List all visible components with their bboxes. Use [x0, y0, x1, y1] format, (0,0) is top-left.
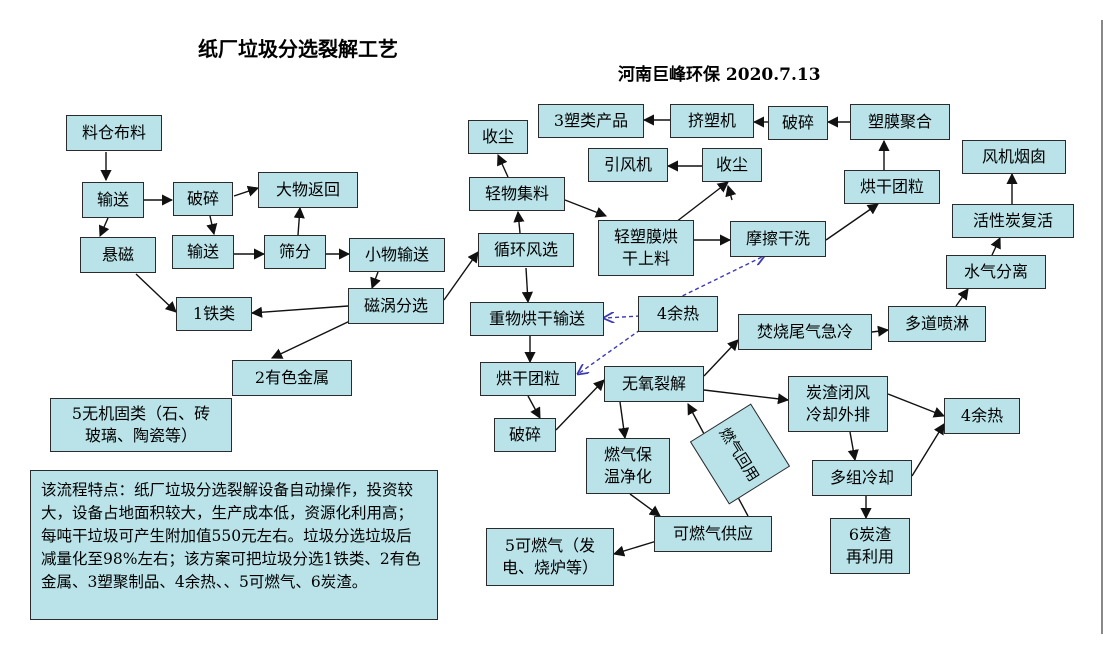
- node-multi-cool: 多组冷却: [812, 460, 912, 496]
- node-film-dry: 轻塑膜烘 干上料: [598, 220, 694, 276]
- flow-arrow: [887, 393, 946, 418]
- node-fan: 引风机: [588, 148, 668, 182]
- node-nonferrous: 2有色金属: [232, 360, 352, 396]
- node-crush-1: 破碎: [173, 182, 233, 216]
- node-gas-supply: 可燃气供应: [654, 516, 772, 552]
- flow-arrow: [703, 389, 790, 405]
- node-pyrolysis: 无氧裂解: [604, 366, 704, 402]
- node-char-reuse: 6炭渣 再利用: [830, 518, 910, 574]
- company-date: 河南巨峰环保 2020.7.13: [618, 65, 821, 85]
- flow-arrow: [911, 423, 945, 477]
- node-convey-1: 输送: [82, 182, 144, 218]
- flow-arrow: [703, 339, 739, 377]
- node-flue-quench: 焚烧尾气急冷: [738, 314, 872, 350]
- node-gas-clean: 燃气保 温净化: [586, 438, 670, 494]
- node-waste-heat-1: 4余热: [638, 296, 718, 332]
- flow-arrow: [293, 206, 305, 236]
- flow-arrow: [443, 251, 479, 301]
- node-silo: 料仓布料: [66, 115, 162, 151]
- flow-arrow: [629, 493, 661, 517]
- node-inorganic: 5无机固类（石、砖 玻璃、陶瓷等）: [50, 398, 232, 452]
- heat-flow-arrow: [578, 329, 641, 374]
- diagram-title: 纸厂垃圾分选裂解工艺: [198, 37, 398, 61]
- flow-arrow: [675, 181, 729, 223]
- flow-arrow: [135, 273, 177, 313]
- node-carbon: 活性炭复活: [952, 204, 1074, 238]
- heat-flow-arrow: [604, 316, 641, 318]
- node-light-collect: 轻物集料: [469, 177, 565, 211]
- right-edge-line: [1101, 20, 1103, 634]
- node-dust-2: 收尘: [702, 148, 762, 182]
- node-chimney: 风机烟囱: [962, 140, 1066, 174]
- flow-arrow: [955, 288, 969, 307]
- flow-arrow: [513, 210, 525, 234]
- flow-arrow: [98, 217, 110, 238]
- flow-arrow: [612, 539, 661, 557]
- flow-arrow: [497, 153, 509, 178]
- node-eddy: 磁涡分选: [348, 288, 444, 324]
- node-spray: 多道喷淋: [888, 306, 986, 342]
- flow-arrow: [521, 267, 533, 304]
- node-dry-pellet-2: 烘干团粒: [480, 362, 576, 396]
- flow-arrow: [847, 431, 859, 462]
- flow-arrow: [527, 395, 541, 419]
- node-magnet: 悬磁: [80, 237, 156, 273]
- node-crush-3: 破碎: [494, 418, 556, 452]
- node-waste-heat-2: 4余热: [944, 398, 1020, 434]
- flow-arrow: [618, 401, 630, 440]
- node-friction: 摩擦干洗: [730, 221, 826, 257]
- flow-arrow: [825, 203, 879, 241]
- node-big-return: 大物返回: [258, 172, 358, 208]
- flow-arrow: [270, 319, 353, 359]
- node-dry-pellet-1: 烘干团粒: [844, 170, 940, 204]
- flow-arrow: [555, 379, 605, 431]
- node-fuel-gas: 5可燃气（发 电、烧炉等）: [486, 528, 614, 586]
- flow-arrow: [725, 184, 737, 201]
- node-crush-2: 破碎: [768, 106, 828, 140]
- flow-arrow: [871, 325, 890, 337]
- process-note: 该流程特点：纸厂垃圾分选裂解设备自动操作，投资较大，设备占地面积较大，生产成本低…: [30, 470, 438, 620]
- node-char-cool: 炭渣闭风 冷却外排: [788, 376, 888, 432]
- node-cyclone: 循环风选: [478, 233, 574, 267]
- node-extruder: 挤塑机: [670, 104, 754, 138]
- flow-arrow: [250, 305, 349, 318]
- node-small-convey: 小物输送: [349, 238, 445, 272]
- node-film-poly: 塑膜聚合: [850, 104, 950, 140]
- node-plastic-product: 3塑类产品: [538, 104, 644, 138]
- node-water-sep: 水气分离: [946, 255, 1046, 289]
- heat-flow-arrow: [669, 256, 764, 303]
- flow-arrow: [206, 215, 218, 236]
- node-dust-1: 收尘: [468, 120, 528, 154]
- flow-arrow: [233, 185, 260, 197]
- node-heavy-dry: 重物烘干输送: [470, 302, 604, 336]
- flow-arrow: [370, 271, 381, 290]
- node-screen: 筛分: [264, 235, 326, 269]
- node-iron: 1铁类: [176, 297, 252, 331]
- node-convey-2: 输送: [172, 235, 234, 269]
- flow-arrow: [564, 199, 608, 218]
- flow-arrow: [990, 236, 1001, 256]
